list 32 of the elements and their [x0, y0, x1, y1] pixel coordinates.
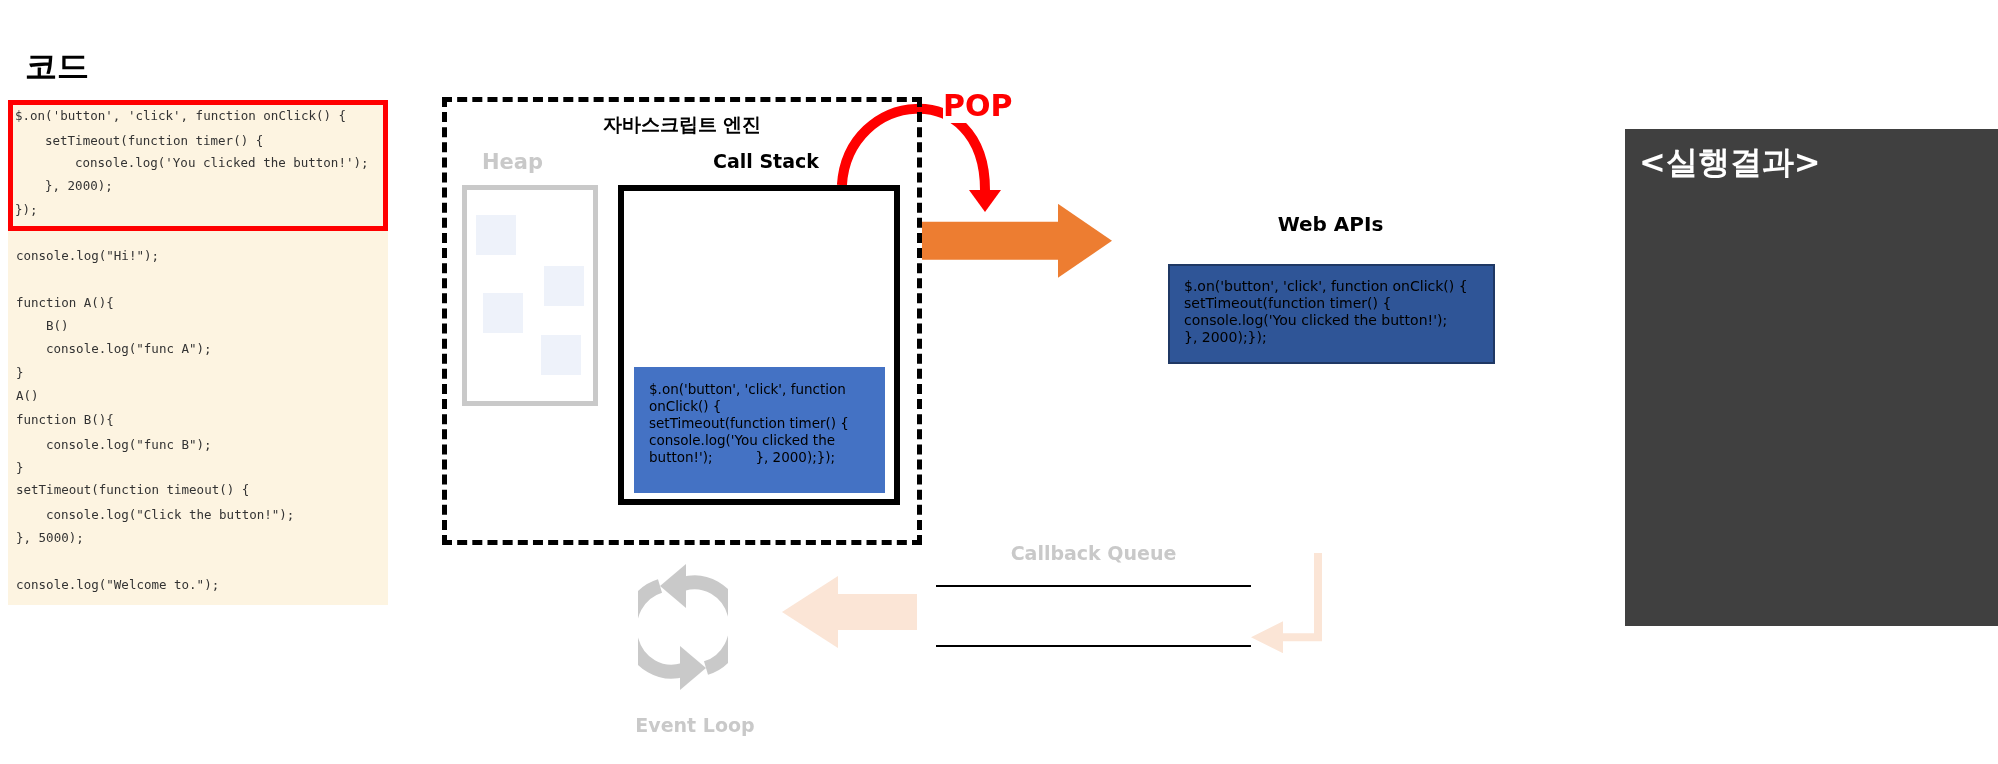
code-line: }, 5000);: [16, 530, 84, 546]
code-line: function A(){: [16, 295, 114, 311]
code-line: setTimeout(function timeout() {: [16, 482, 250, 498]
code-line: $.on('button', 'click', function onClick() {: [15, 108, 347, 124]
code-line: }: [16, 365, 24, 381]
code-line: console.log("Click the button!");: [46, 507, 295, 523]
code-line: console.log("func B");: [46, 437, 212, 453]
frame-title: 자바스크립트 엔진: [601, 112, 763, 137]
panel-title: Call Stack: [713, 150, 819, 172]
arrow: [782, 576, 917, 649]
code-line: }: [16, 460, 24, 476]
code-line: console.log("Hi!");: [16, 248, 159, 264]
output-panel: [1625, 129, 1998, 626]
code-line: function B(){: [16, 412, 114, 428]
code-line: console.log("Welcome to.");: [16, 577, 220, 593]
api-task-box: $.on('button', 'click', function onClick() { setTimeout(function timer() { console.log('You clicked the button!'); }, 2000);});: [1168, 264, 1495, 364]
code-line: setTimeout(function timer() {: [45, 133, 264, 149]
code-line: A(): [16, 388, 39, 404]
code-line: }, 2000);: [45, 178, 113, 194]
arrow: [837, 103, 1001, 212]
highlight-box: [8, 100, 388, 231]
code-line: B(): [46, 318, 69, 334]
arrow: [922, 203, 1112, 278]
code-text: $.on('button', 'click', function onClick() { setTimeout(function timer() { console.log('You clicked the button!'); }, 2000);});: [649, 381, 850, 466]
code-line: console.log("func A");: [46, 341, 212, 357]
code-line: });: [15, 202, 38, 218]
code-line: console.log('You clicked the button!');: [75, 155, 369, 171]
panel-title: <실행결과>: [1639, 142, 1821, 183]
stack-frame: [634, 367, 885, 493]
panel-title: Web APIs: [1276, 212, 1385, 236]
engine-frame: [442, 97, 922, 545]
section-heading: 코드: [25, 46, 89, 87]
